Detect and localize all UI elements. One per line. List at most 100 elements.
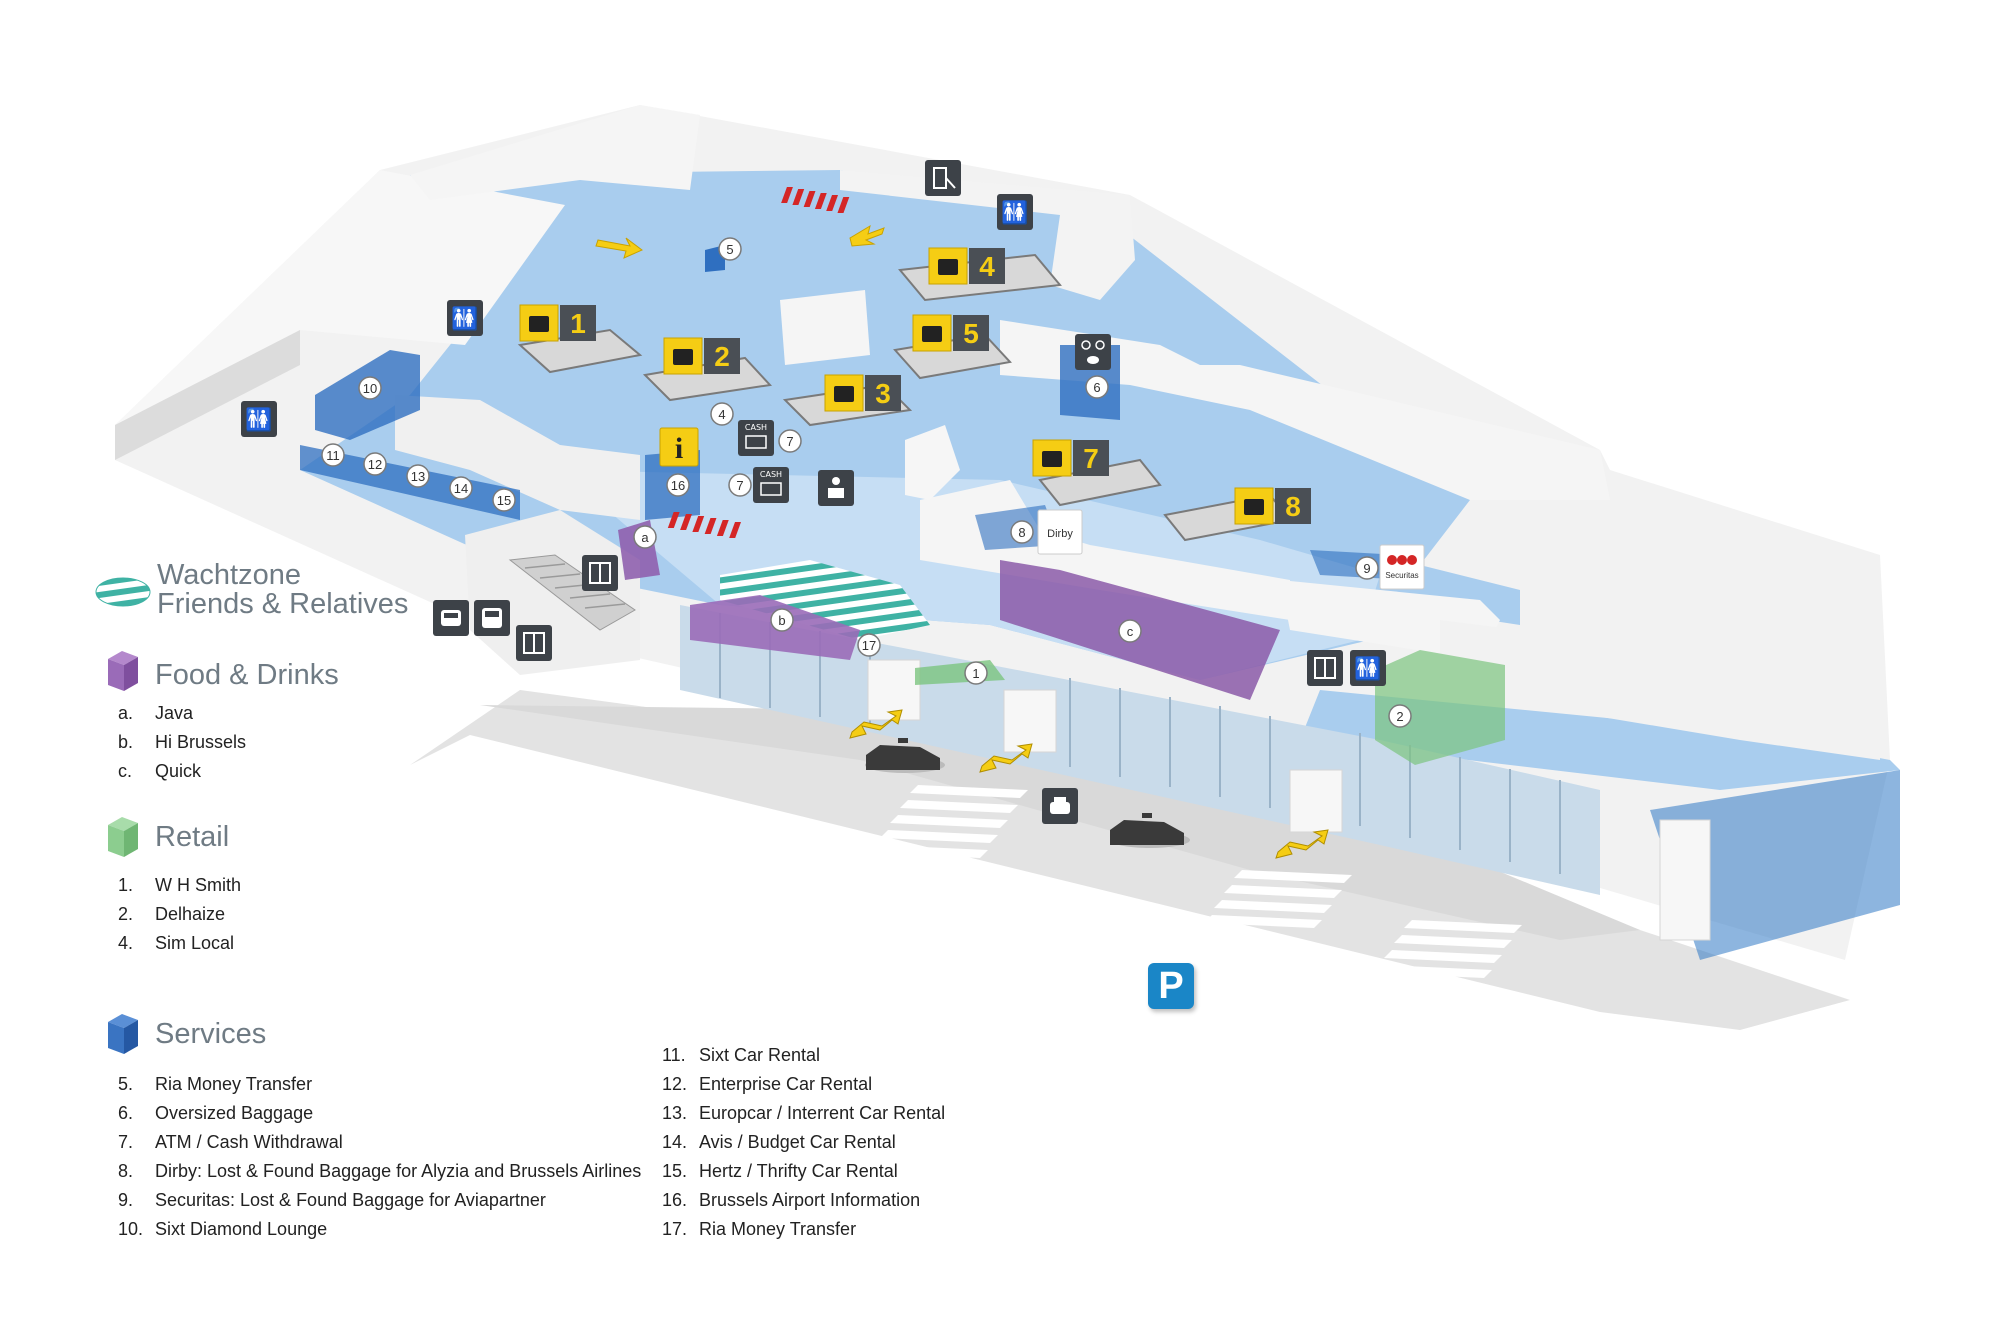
baggage-belt-number: 2 [714, 341, 730, 372]
service-marker: 15 [492, 488, 516, 512]
services-item-15: 15.Hertz / Thrifty Car Rental [662, 1161, 898, 1181]
svg-text:🚻: 🚻 [1354, 656, 1381, 682]
direction-arrows [595, 224, 885, 259]
service-marker-label: 1 [972, 666, 979, 681]
food-marker: c [1118, 619, 1142, 643]
retail-item-1: 1.W H Smith [118, 875, 241, 895]
retail-item-2: 2. Delhaize [118, 904, 225, 924]
food-item-label: Java [155, 703, 194, 723]
wachtzone-title: Wachtzone Friends & Relatives [157, 561, 408, 619]
baggage-belt-sign: 4 [928, 247, 1005, 285]
escalator [508, 554, 636, 631]
bicycle-pet-icon [1075, 334, 1111, 370]
food-cube-icon [108, 651, 138, 691]
elevator-icon-1 [582, 555, 618, 591]
taxi-car-2 [1110, 813, 1190, 848]
service-marker-label: 2 [1396, 709, 1403, 724]
baggage-belt-sign: 2 [663, 337, 740, 375]
services-item-key: 7. [118, 1132, 134, 1152]
food-item-c: c.Quick [118, 761, 201, 781]
services-item-6: 6.Oversized Baggage [118, 1103, 313, 1123]
service-marker-label: 7 [736, 478, 743, 493]
baggage-icon [1042, 451, 1062, 467]
services-item-11: 11.Sixt Car Rental [662, 1045, 820, 1065]
taxi-sign-icon [1042, 788, 1078, 824]
services-item-8: 8. Dirby: Lost & Found Baggage for Alyzia… [118, 1161, 641, 1181]
baggage-belt-number: 3 [875, 378, 891, 409]
service-marker: 9 [1355, 556, 1379, 580]
baggage-belt-number: 1 [570, 308, 586, 339]
services-item-key: 5. [118, 1074, 134, 1094]
service-marker-label: 13 [411, 469, 425, 484]
service-marker-label: 11 [326, 448, 340, 463]
restroom-sign-left-1: 🚻 [447, 300, 483, 336]
wachtzone-legend-icon [95, 577, 151, 607]
train-icon [433, 600, 469, 636]
services-item-label: Sixt Car Rental [699, 1045, 821, 1065]
svg-text:🚻: 🚻 [451, 306, 478, 332]
service-marker: 6 [1085, 375, 1109, 399]
dirby-sign: Dirby [1037, 509, 1083, 555]
services-item-label: Sixt Diamond Lounge [155, 1219, 328, 1239]
svg-text:🚻: 🚻 [1001, 200, 1028, 226]
securitas-sign-label: Securitas [1385, 571, 1418, 580]
service-marker-label: 9 [1363, 561, 1370, 576]
services-item-key: 16. [662, 1190, 688, 1210]
services-item-label: Europcar / Interrent Car Rental [699, 1103, 946, 1123]
service-marker: 16 [666, 473, 690, 497]
baggage-icon [834, 386, 854, 402]
food-item-key: c. [118, 761, 133, 781]
retail-shop-2 [1375, 650, 1505, 765]
dirby-sign-label: Dirby [1047, 528, 1073, 540]
taxi-car-1 [865, 738, 945, 773]
walls [115, 105, 1880, 760]
services-cube-icon [108, 1014, 138, 1054]
services-item-17: 17.Ria Money Transfer [662, 1219, 856, 1239]
service-marker: 17 [857, 633, 881, 657]
service-marker: 1 [964, 661, 988, 685]
wachtzone-area [720, 560, 930, 640]
service-marker-label: 8 [1018, 525, 1025, 540]
retail-item-key: 2. [118, 904, 134, 924]
customs-icon [925, 160, 961, 196]
red-gate-top [781, 187, 850, 213]
service-marker: 7 [728, 473, 752, 497]
baggage-belt-sign: 8 [1234, 487, 1311, 525]
retail-item-label: Delhaize [155, 904, 226, 924]
service-marker: 4 [710, 402, 734, 426]
food-item-label: Hi Brussels [155, 732, 247, 752]
retail-item-4: 4.Sim Local [118, 933, 234, 953]
services-item-key: 9. [118, 1190, 134, 1210]
food-item-a: a.Java [118, 703, 193, 723]
crosswalk-right [1374, 920, 1522, 978]
facade-pillars [867, 659, 1711, 941]
services-item-9: 9. Securitas: Lost & Found Baggage for Av… [118, 1190, 546, 1210]
far-right-glass [1650, 770, 1900, 960]
baggage-icon [1244, 499, 1264, 515]
services-item-key: 10. [118, 1219, 144, 1239]
restroom-sign-top: 🚻 [997, 194, 1033, 230]
service-marker-label: 12 [368, 457, 382, 472]
retail-item-key: 4. [118, 933, 134, 953]
retail-item-label: W H Smith [155, 875, 242, 895]
info-sign-letter: i [675, 432, 683, 465]
services-item-label: Hertz / Thrifty Car Rental [699, 1161, 898, 1181]
services-item-14: 14.Avis / Budget Car Rental [662, 1132, 896, 1152]
services-title: Services [155, 1018, 267, 1050]
baggage-belt-sign: 7 [1032, 439, 1109, 477]
services-item-key: 8. [118, 1161, 134, 1181]
services-item-13: 13. Europcar / Interrent Car Rental [662, 1103, 945, 1123]
services-item-label: Enterprise Car Rental [699, 1074, 873, 1094]
baggage-belt-number: 5 [963, 318, 979, 349]
food-marker: b [770, 608, 794, 632]
services-item-label: Dirby: Lost & Found Baggage for Alyzia a… [155, 1161, 642, 1181]
services-item-10: 10. Sixt Diamond Lounge [118, 1219, 327, 1239]
services-item-key: 13. [662, 1103, 688, 1123]
baggage-belt-number: 4 [979, 251, 995, 282]
services-item-label: Securitas: Lost & Found Baggage for Avia… [155, 1190, 546, 1210]
service-marker: 7 [778, 429, 802, 453]
service-marker-label: 5 [726, 242, 733, 257]
